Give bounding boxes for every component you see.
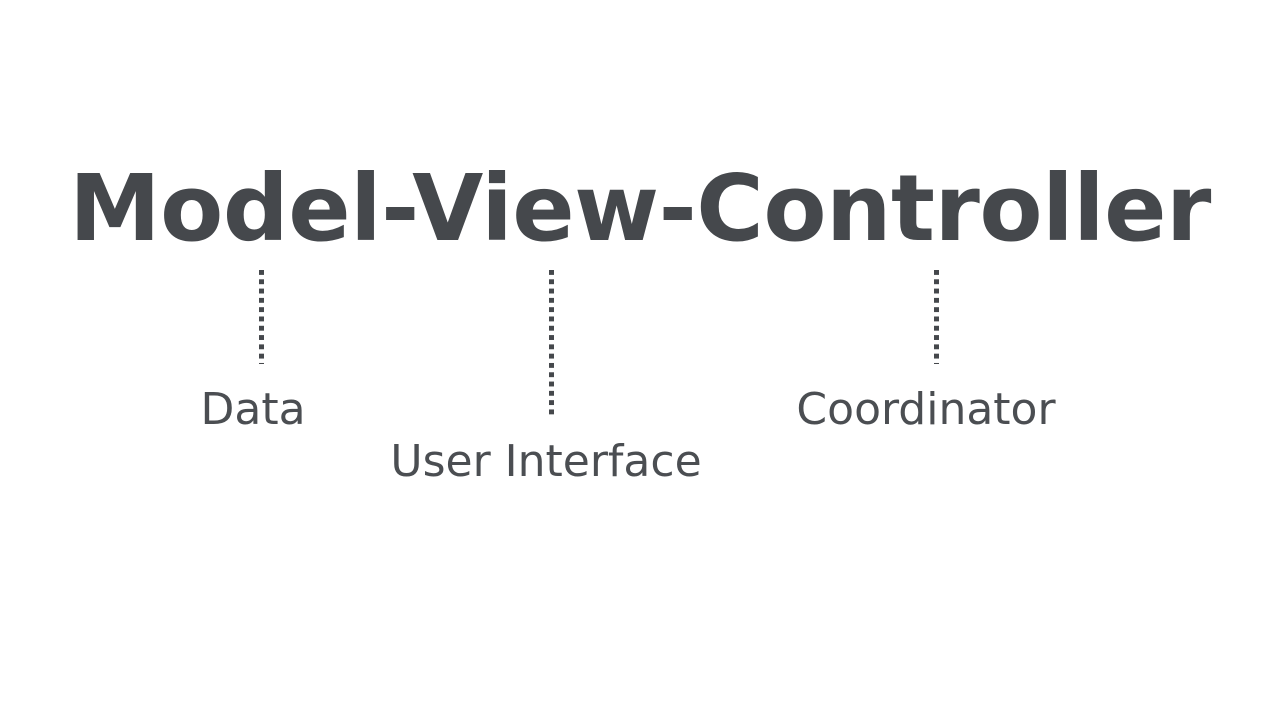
annotation-label-model: Data bbox=[200, 384, 306, 435]
dotted-connector-model bbox=[259, 270, 264, 364]
dotted-connector-controller bbox=[934, 270, 939, 364]
annotation-label-view: User Interface bbox=[390, 436, 702, 487]
annotation-label-controller: Coordinator bbox=[796, 384, 1056, 435]
dotted-connector-view bbox=[549, 270, 554, 416]
page-title: Model-View-Controller bbox=[69, 155, 1211, 262]
